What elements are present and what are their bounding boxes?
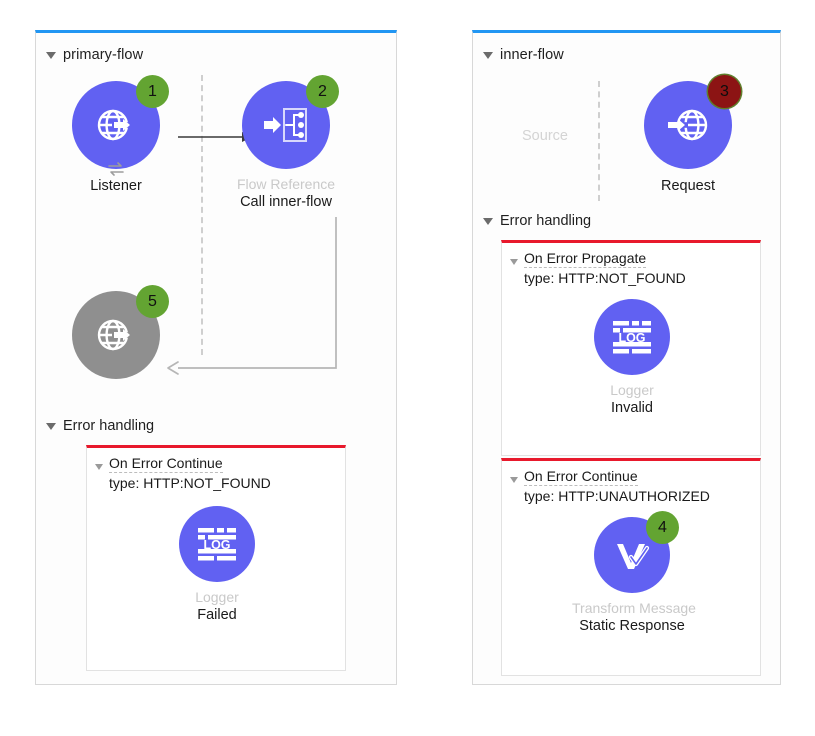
node-transform-circle-wrap[interactable]: 4 xyxy=(594,511,679,593)
node-badge-5: 5 xyxy=(136,285,169,318)
node-logger-failed[interactable]: LOG Logger Failed xyxy=(157,506,277,623)
node-listener-response-circle-wrap[interactable]: 5 xyxy=(72,285,169,379)
source-separator xyxy=(598,81,600,201)
error-scope-labels: On Error Continue type: HTTP:UNAUTHORIZE… xyxy=(524,468,710,504)
svg-text:LOG: LOG xyxy=(203,538,230,552)
error-scope-title: On Error Continue xyxy=(109,455,223,473)
node-listener-circle-wrap[interactable]: 1 xyxy=(72,75,169,176)
error-scope-on-error-continue[interactable]: On Error Continue type: HTTP:UNAUTHORIZE… xyxy=(501,458,761,676)
error-handling-title: Error handling xyxy=(63,418,155,434)
node-request[interactable]: 3 Request xyxy=(628,75,748,194)
flow-reference-icon xyxy=(264,108,307,142)
node-flowref-circle-wrap[interactable]: 2 xyxy=(242,75,339,169)
error-scope-type: type: HTTP:UNAUTHORIZED xyxy=(524,488,710,504)
sync-arrows-icon xyxy=(108,162,124,176)
node-badge-4: 4 xyxy=(646,511,679,544)
error-scope-title: On Error Continue xyxy=(524,468,638,486)
node-listener-response[interactable]: 5 xyxy=(56,285,176,379)
chevron-down-icon[interactable] xyxy=(483,51,493,59)
flow-panel-primary[interactable]: primary-flow xyxy=(35,30,397,685)
connector-flowref-return xyxy=(167,217,337,375)
error-scope-header[interactable]: On Error Propagate type: HTTP:NOT_FOUND xyxy=(510,250,686,286)
node-logger-invalid[interactable]: LOG Logger Invalid xyxy=(572,299,692,416)
flow-header-inner[interactable]: inner-flow xyxy=(483,47,564,63)
node-logger-circle-wrap[interactable]: LOG xyxy=(594,299,670,375)
node-transform-message[interactable]: 4 Transform Message Static Response xyxy=(572,511,696,634)
node-badge-1: 1 xyxy=(136,75,169,108)
logger-icon: LOG xyxy=(613,321,651,354)
node-type-flow-reference: Flow Reference xyxy=(236,176,336,192)
node-label-failed: Failed xyxy=(197,607,237,623)
flow-panel-inner[interactable]: inner-flow Source xyxy=(472,30,781,685)
error-scope-on-error-continue[interactable]: On Error Continue type: HTTP:NOT_FOUND xyxy=(86,445,346,671)
node-request-circle-wrap[interactable]: 3 xyxy=(644,75,741,169)
node-logger-circle[interactable]: LOG xyxy=(594,299,670,375)
logger-icon: LOG xyxy=(198,528,236,561)
http-request-icon xyxy=(668,109,708,141)
error-scope-header[interactable]: On Error Continue type: HTTP:UNAUTHORIZE… xyxy=(510,468,710,504)
node-type-logger: Logger xyxy=(195,589,239,605)
node-type-transform-message: Transform Message xyxy=(572,600,696,616)
error-scope-header[interactable]: On Error Continue type: HTTP:NOT_FOUND xyxy=(95,455,271,491)
chevron-down-icon[interactable] xyxy=(510,259,518,265)
node-badge-3: 3 xyxy=(708,75,741,108)
node-type-logger: Logger xyxy=(610,382,654,398)
chevron-down-icon[interactable] xyxy=(95,464,103,470)
node-label-request: Request xyxy=(660,178,715,194)
chevron-down-icon[interactable] xyxy=(46,51,56,59)
node-badge-2: 2 xyxy=(306,75,339,108)
error-scope-type: type: HTTP:NOT_FOUND xyxy=(109,475,271,491)
node-label-call-inner-flow: Call inner-flow xyxy=(240,194,332,210)
flow-header-primary[interactable]: primary-flow xyxy=(46,47,143,63)
flow-title: primary-flow xyxy=(63,47,144,63)
node-request-circle[interactable] xyxy=(644,81,732,169)
node-label-invalid: Invalid xyxy=(611,400,653,416)
transform-message-icon xyxy=(617,544,650,569)
source-placeholder[interactable]: Source xyxy=(522,128,568,144)
error-scope-type: type: HTTP:NOT_FOUND xyxy=(524,270,686,286)
error-handling-header-inner[interactable]: Error handling xyxy=(483,213,591,229)
node-listener[interactable]: 1 Listener xyxy=(56,75,176,194)
node-label-listener: Listener xyxy=(90,178,142,194)
svg-text:LOG: LOG xyxy=(618,331,645,345)
error-scope-title: On Error Propagate xyxy=(524,250,647,268)
chevron-down-icon[interactable] xyxy=(46,422,56,430)
chevron-down-icon[interactable] xyxy=(510,477,518,483)
flow-title: inner-flow xyxy=(500,47,564,63)
node-label-static-response: Static Response xyxy=(579,618,685,634)
error-scope-on-error-propagate[interactable]: On Error Propagate type: HTTP:NOT_FOUND xyxy=(501,240,761,456)
node-logger-circle[interactable]: LOG xyxy=(179,506,255,582)
source-separator xyxy=(201,75,203,355)
error-handling-header-primary[interactable]: Error handling xyxy=(46,418,154,434)
http-listener-response-icon xyxy=(97,319,130,351)
error-handling-title: Error handling xyxy=(500,213,592,229)
chevron-down-icon[interactable] xyxy=(483,217,493,225)
http-listener-icon xyxy=(97,109,130,141)
node-flow-reference[interactable]: 2 Flow Reference Call inner-flow xyxy=(226,75,346,210)
node-logger-circle-wrap[interactable]: LOG xyxy=(179,506,255,582)
error-scope-labels: On Error Propagate type: HTTP:NOT_FOUND xyxy=(524,250,686,286)
error-scope-labels: On Error Continue type: HTTP:NOT_FOUND xyxy=(109,455,271,491)
